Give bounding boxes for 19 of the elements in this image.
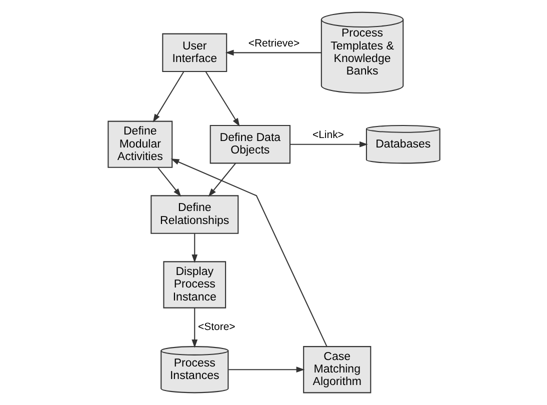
- edge-label: <Link>: [312, 130, 344, 142]
- arrow: [204, 72, 240, 127]
- node-box: Define Data Objects: [209, 124, 290, 164]
- node-box: Case Matching Algorithm: [302, 346, 371, 394]
- node-box: Define Modular Activities: [107, 120, 172, 168]
- arrow: [152, 72, 184, 122]
- arrow: [157, 167, 181, 197]
- arrow: [191, 234, 198, 263]
- arrow: [228, 366, 304, 373]
- edge-label: <Retrieve>: [248, 38, 300, 50]
- node-box: Define Relationships: [150, 195, 238, 234]
- edge-label: <Store>: [198, 322, 235, 333]
- node-box: User Interface: [162, 33, 227, 72]
- arrow: [208, 162, 236, 197]
- arrow: [191, 308, 198, 348]
- node-box: Display Process Instance: [162, 261, 226, 308]
- arrow: [224, 50, 321, 56]
- arrow: [170, 158, 327, 347]
- arrow: [290, 141, 368, 148]
